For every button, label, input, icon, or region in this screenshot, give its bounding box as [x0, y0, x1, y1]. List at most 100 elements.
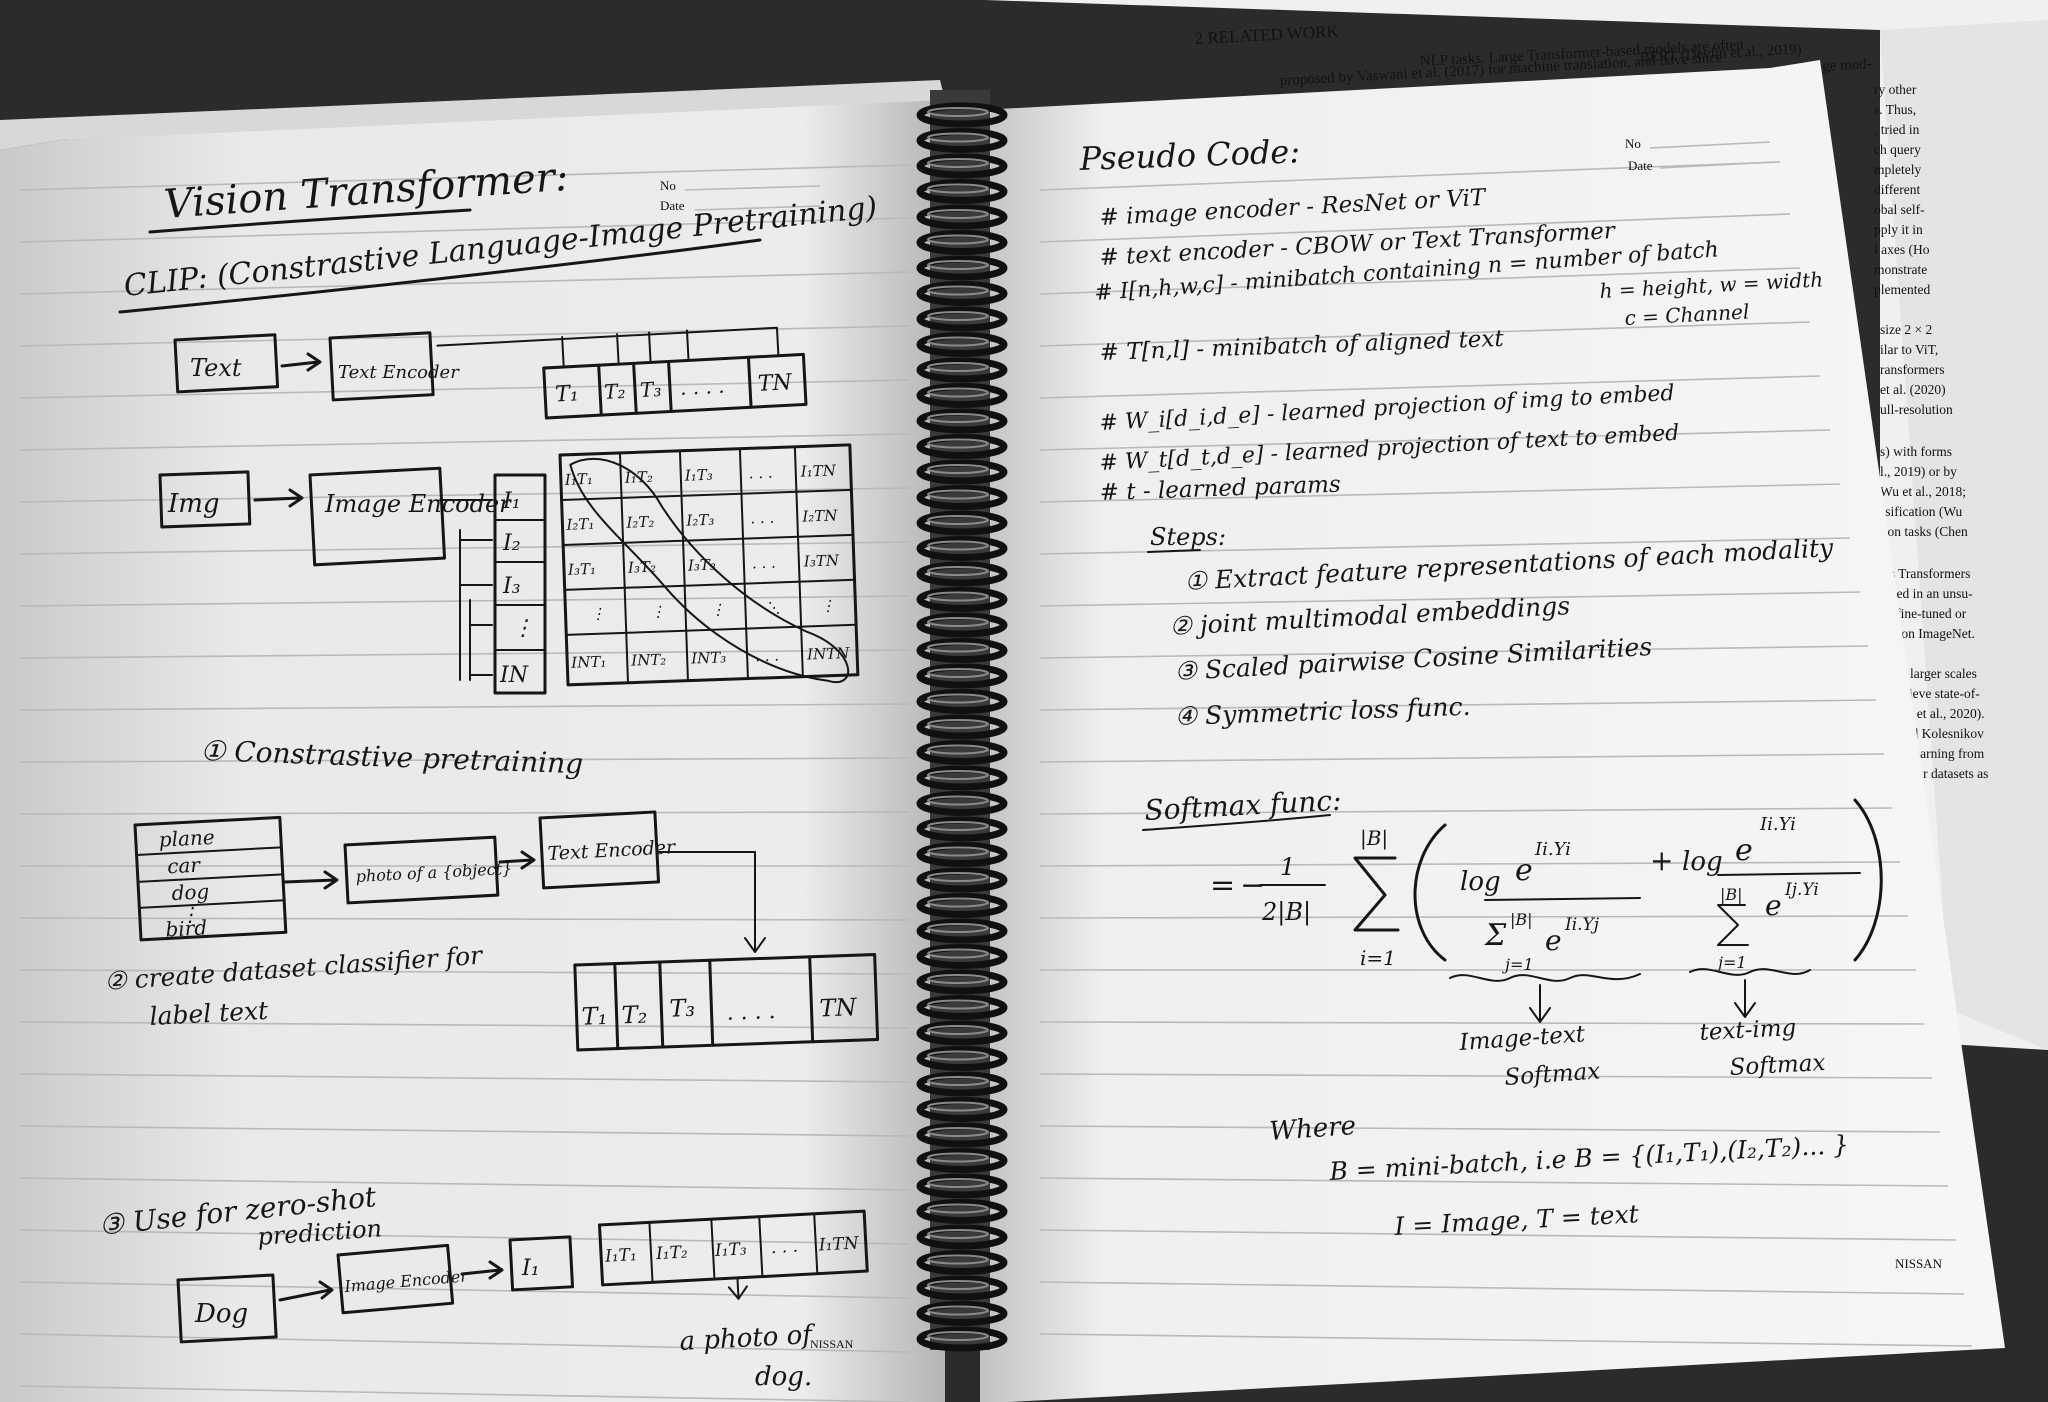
spiral-coil — [916, 255, 1008, 281]
dog-box — [176, 1273, 278, 1344]
i1-box — [508, 1235, 575, 1292]
spiral-coil — [916, 1046, 1008, 1071]
margin-line: ch query — [1874, 142, 1921, 157]
label-item: ⋮ — [179, 902, 200, 927]
spiral-coil-highlight — [927, 1025, 989, 1035]
spiral-coil-highlight — [927, 948, 989, 959]
margin-line: ry other — [1874, 82, 1917, 97]
spiral-coil — [916, 510, 1008, 536]
spiral-coil-highlight — [927, 362, 989, 372]
margin-line: ssification (Wu — [1880, 504, 1963, 519]
text-box-label: Text — [190, 354, 242, 382]
text-token: T₁ — [555, 381, 580, 407]
margin-line: plemented — [1874, 282, 1930, 297]
spiral-coil-highlight — [927, 311, 989, 321]
matrix-cell: INT₃ — [690, 648, 727, 667]
formula-frac-num: 1 — [1280, 853, 1295, 881]
similarity-matrix: I₁T₁ I₁T₂ I₁T₃ . . . I₁TN I₂T₁ I₂T₂ I₂T₃… — [558, 443, 860, 687]
formula-exp1: e — [1515, 853, 1533, 888]
formula-exp1-power: Ii.Yi — [1534, 839, 1571, 860]
spiral-coil-highlight — [927, 1305, 989, 1316]
matrix-cell: I₃TN — [803, 551, 841, 570]
margin-line: s. Thus, — [1874, 102, 1916, 117]
margin-line: ained in an unsu- — [1880, 586, 1973, 601]
spiral-coil — [916, 918, 1008, 944]
spiral-coil — [916, 969, 1008, 995]
text-encoder-box — [328, 331, 435, 402]
spiral-coil-highlight — [927, 795, 989, 806]
formula-log2: log — [1682, 847, 1723, 877]
spiral-coil-highlight — [927, 1152, 989, 1163]
matrix-cell: . . . — [752, 554, 776, 573]
spiral-coil — [916, 995, 1008, 1020]
margin-line: size 2 × 2 — [1880, 322, 1932, 337]
image-encoder-box — [308, 466, 447, 567]
spiral-coil-highlight — [927, 1229, 989, 1239]
formula-log1: log — [1460, 867, 1501, 897]
spiral-coil-highlight — [927, 158, 989, 168]
formula-den1-bottom: j=1 — [1502, 955, 1534, 974]
image-token: I₁ — [502, 489, 521, 514]
formula-den2-bottom: j=1 — [1715, 953, 1747, 972]
spiral-coil — [916, 408, 1008, 434]
spiral-coil-highlight — [927, 1050, 989, 1061]
pred-token: I₁T₁ — [604, 1245, 638, 1267]
matrix-cell: INT₂ — [630, 650, 667, 669]
pred-token: . . . — [770, 1237, 798, 1258]
spiral-coil — [916, 944, 1008, 969]
spiral-coil-highlight — [927, 617, 989, 627]
text-token-2: T₂ — [621, 1001, 648, 1030]
margin-line: tion tasks (Chen — [1880, 524, 1968, 539]
spiral-coil-highlight — [927, 693, 989, 704]
formula-sum-bottom: i=1 — [1360, 946, 1396, 970]
spiral-coil-highlight — [927, 540, 989, 551]
spiral-coils — [916, 102, 1008, 1352]
spiral-coil-highlight — [927, 1076, 989, 1086]
spiral-coil — [916, 638, 1008, 663]
formula-den1-e: e — [1545, 924, 1562, 957]
spiral-coil-highlight — [927, 413, 989, 423]
margin-line: , tried in — [1874, 122, 1920, 137]
spiral-coil-highlight — [927, 770, 989, 780]
margin-line: ransformers — [1880, 362, 1944, 377]
matrix-cell: ⋮ — [710, 600, 726, 619]
matrix-cell: I₂TN — [801, 506, 839, 525]
matrix-cell: I₂T₃ — [685, 511, 715, 530]
label-item: dog — [171, 879, 210, 905]
spiral-coil-highlight — [927, 1280, 989, 1290]
spiral-coil — [916, 357, 1008, 383]
formula-den2-top: |B| — [1720, 885, 1743, 904]
formula-den1-top: |B| — [1510, 910, 1533, 929]
matrix-cell: ⋮ — [820, 596, 836, 615]
text-token-2: TN — [819, 993, 858, 1022]
right-date-label: Date — [1628, 158, 1653, 173]
formula-frac-den: 2|B| — [1261, 898, 1311, 927]
spiral-coil-highlight — [927, 974, 989, 984]
spiral-coil — [916, 128, 1008, 153]
paper-header: 2 RELATED WORK — [1194, 21, 1340, 48]
formula-den2-e: e — [1765, 889, 1782, 922]
softmax-formula: = − 1 2|B| |B| i=1 log e Ii.Yi |B| Σ j=1… — [1210, 798, 1883, 974]
spiral-coil — [916, 663, 1008, 689]
image-encoder2-box — [336, 1243, 455, 1315]
spiral-coil — [916, 179, 1008, 204]
text-token: T₃ — [639, 377, 662, 402]
spiral-coil-highlight — [927, 1101, 989, 1112]
text-token: TN — [757, 370, 793, 397]
matrix-cell: . . . — [750, 509, 774, 528]
left-brand: NISSAN — [810, 1337, 854, 1351]
spiral-coil — [916, 1326, 1008, 1352]
spiral-coil-highlight — [927, 438, 989, 449]
spiral-coil-highlight — [927, 923, 989, 933]
spiral-coil-highlight — [927, 846, 989, 857]
spiral-coil — [916, 867, 1008, 893]
spiral-coil-highlight — [927, 107, 989, 117]
image-tokens-column: I₁ I₂ I₃ ⋮ IN — [439, 473, 547, 695]
spiral-coil — [916, 1250, 1008, 1275]
spiral-coil-highlight — [927, 1178, 989, 1188]
spiral-coil — [916, 791, 1008, 816]
spiral-coil-highlight — [927, 668, 989, 678]
formula-equals: = — [1210, 868, 1235, 903]
formula-den1-power: Ii.Yj — [1564, 915, 1600, 935]
margin-line: pply it in — [1874, 222, 1923, 237]
